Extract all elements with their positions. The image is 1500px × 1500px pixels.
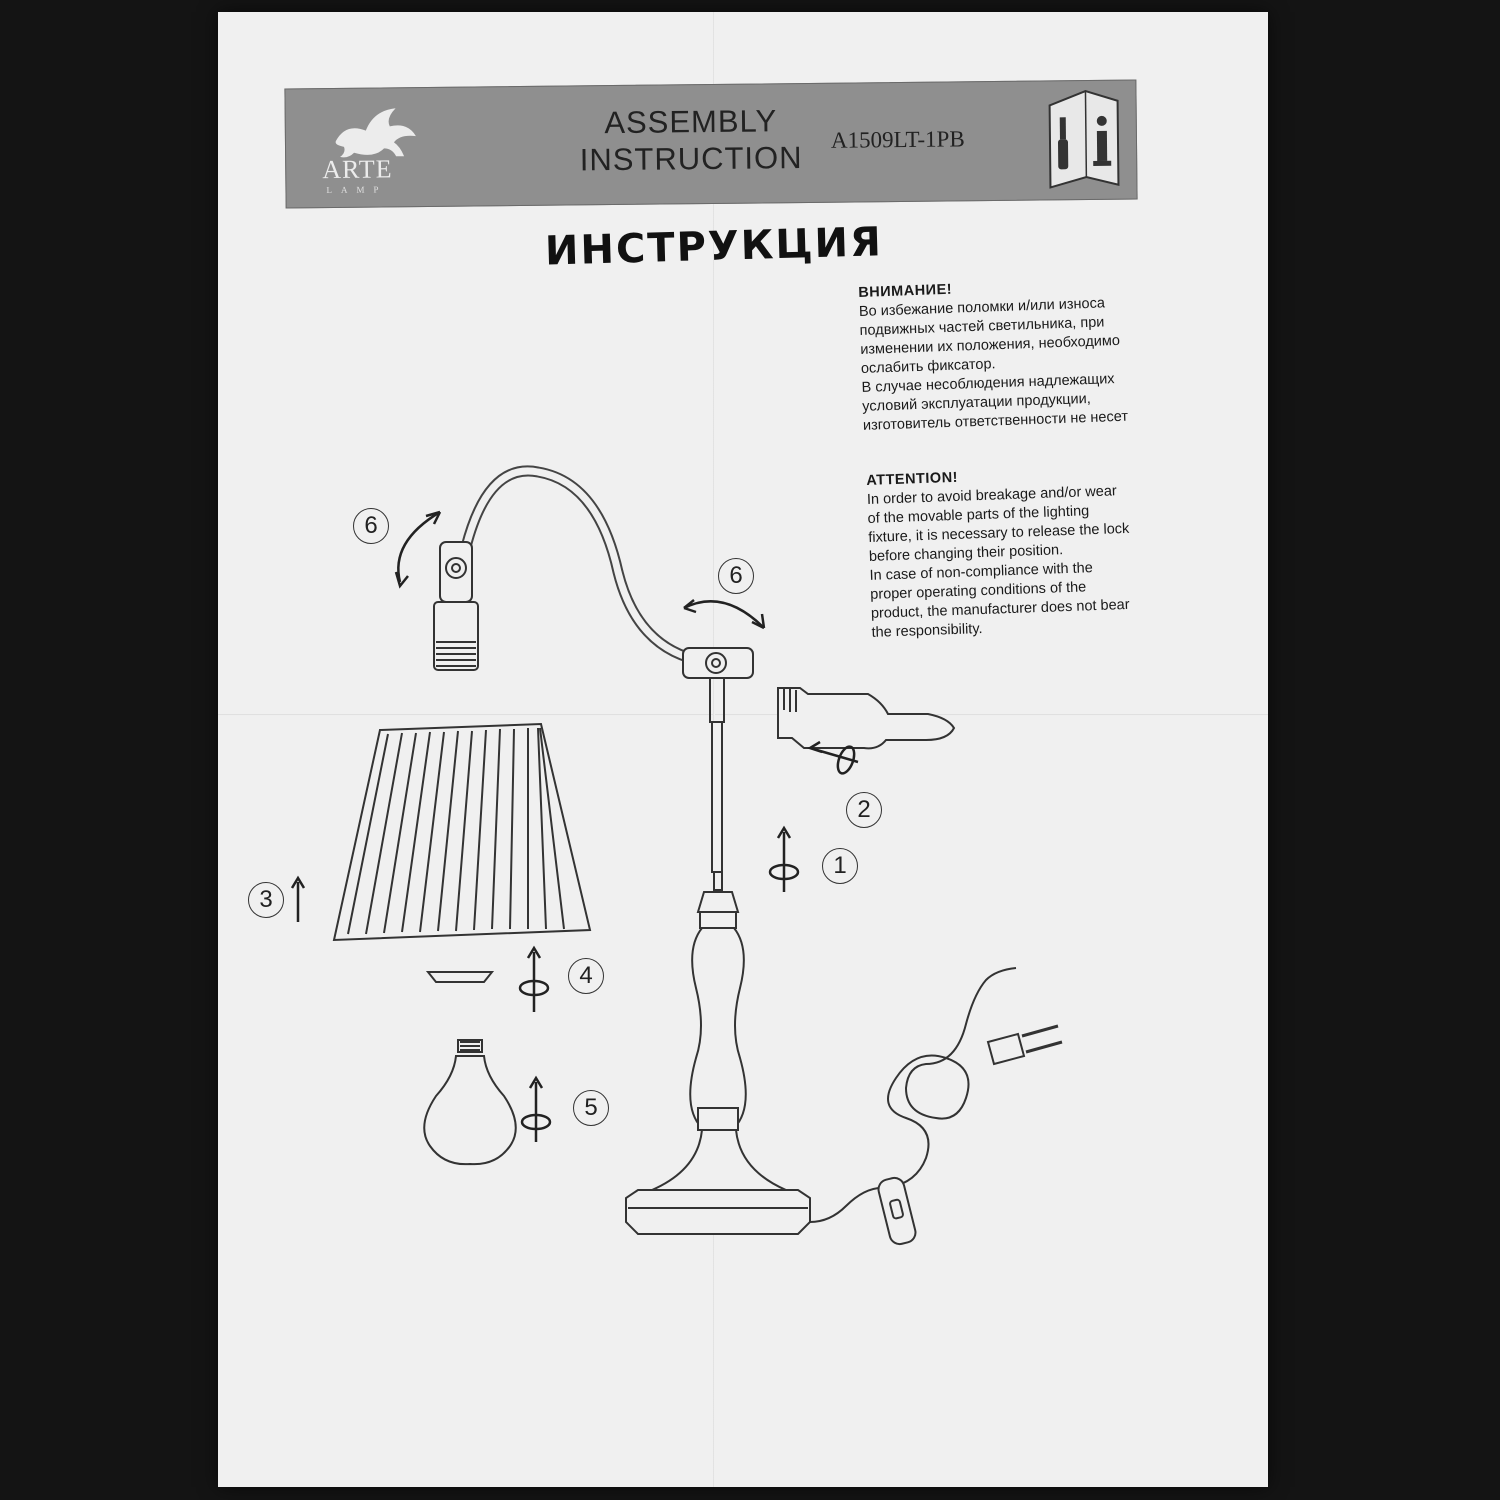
handle	[777, 687, 956, 750]
lamp-shade	[332, 722, 592, 942]
shade-ring	[425, 971, 495, 983]
step-6-badge-left: 6	[353, 508, 389, 544]
step-3-badge: 3	[248, 882, 284, 918]
power-cable	[809, 967, 1017, 1246]
screwdriver-icon	[1058, 117, 1069, 170]
header-banner: ARTE LAMP ASSEMBLY INSTRUCTION A1509LT-1…	[284, 79, 1138, 209]
socket-joint	[433, 541, 479, 671]
up-arrow-icon	[776, 825, 792, 892]
griffin-logo-icon	[335, 108, 416, 158]
middle-joint	[682, 647, 754, 679]
up-arrow-icon	[290, 875, 306, 922]
up-arrow-icon	[528, 1075, 544, 1142]
step-2-badge: 2	[846, 792, 882, 828]
arrow-toward-handle	[807, 740, 859, 764]
fold-line-horizontal	[218, 714, 1268, 716]
step-1-badge: 1	[822, 848, 858, 884]
light-bulb	[423, 1039, 517, 1166]
cable-switch	[877, 1176, 917, 1246]
rotation-arrow-icon	[397, 510, 441, 583]
lamp-body	[625, 891, 811, 1235]
lamp-stem	[709, 677, 725, 891]
rotation-arrow-icon	[683, 600, 765, 629]
step-4-badge: 4	[568, 958, 604, 994]
plug	[986, 1024, 1063, 1066]
instruction-sheet: ARTE LAMP ASSEMBLY INSTRUCTION A1509LT-1…	[218, 12, 1268, 1487]
lamp-assembly-diagram	[290, 465, 1063, 1246]
step-5-badge: 5	[573, 1090, 609, 1126]
manual-info-icon	[1048, 90, 1120, 189]
step-6-badge-right: 6	[718, 558, 754, 594]
